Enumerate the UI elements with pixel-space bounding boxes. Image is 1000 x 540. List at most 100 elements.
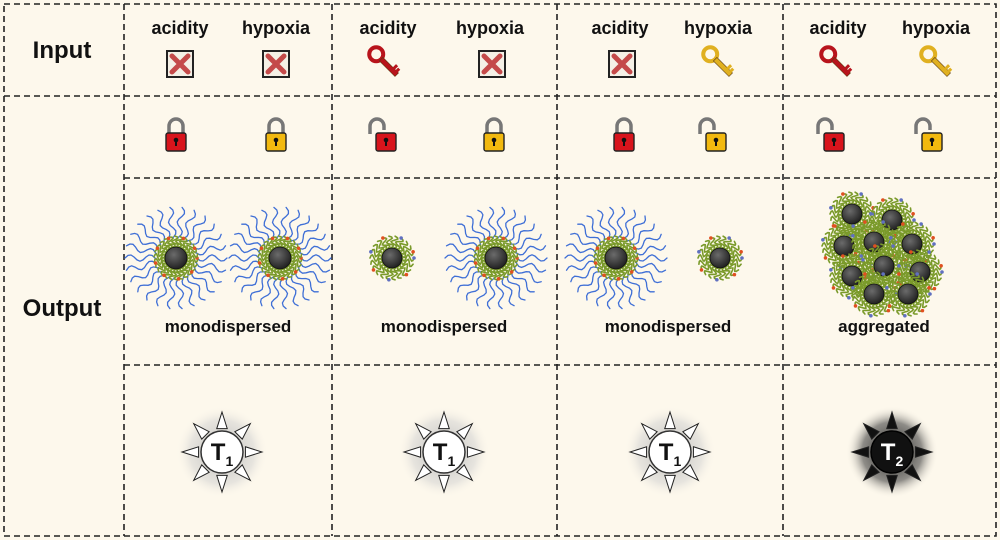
column-head-hypoxia: hypoxia — [242, 18, 311, 38]
sun-ray — [438, 474, 450, 494]
key-icon — [819, 45, 853, 77]
column-head-acidity: acidity — [809, 18, 866, 38]
sun-ray — [438, 410, 450, 430]
sun-ray — [904, 464, 922, 482]
sun-ray — [862, 422, 880, 440]
sun-disc — [422, 430, 466, 474]
column-2: acidity hypoxia monodispersed T1 — [359, 18, 548, 498]
relaxation-subscript: 1 — [225, 453, 233, 469]
sun-icon: T1 — [176, 406, 268, 498]
nanoparticle-group — [821, 191, 944, 318]
sun-icon: T1 — [624, 406, 716, 498]
sun-ray — [640, 422, 658, 440]
relaxation-symbol: T2 — [881, 439, 904, 469]
sun-ray — [628, 446, 648, 458]
sun-ray — [886, 410, 898, 430]
bare-nanoparticle — [861, 243, 908, 290]
sun-disc — [870, 430, 914, 474]
sun-disc — [200, 430, 244, 474]
row-label-output: Output — [23, 295, 102, 322]
sun-ray — [862, 464, 880, 482]
sun-ray — [192, 464, 210, 482]
sun-ray — [414, 464, 432, 482]
sun-ray — [402, 446, 422, 458]
bare-nanoparticle — [369, 235, 416, 282]
column-head-acidity: acidity — [151, 18, 208, 38]
column-3: acidity hypoxia monodispersed T1 — [564, 18, 753, 498]
relaxation-letter: T — [211, 439, 226, 466]
pegylated-nanoparticle — [124, 206, 228, 310]
column-head-hypoxia: hypoxia — [684, 18, 753, 38]
sun-icon: T1 — [398, 406, 490, 498]
sun-ray — [456, 422, 474, 440]
sun-ray — [216, 474, 228, 494]
sun-ray — [850, 446, 870, 458]
bare-nanoparticle — [829, 191, 876, 238]
column-head-acidity: acidity — [359, 18, 416, 38]
sun-ray — [234, 422, 252, 440]
x-mark-icon — [166, 50, 194, 78]
relaxation-subscript: 1 — [447, 453, 455, 469]
dispersion-state-label: monodispersed — [165, 317, 292, 336]
relaxation-letter: T — [433, 439, 448, 466]
bare-nanoparticle — [697, 235, 744, 282]
sun-ray — [640, 464, 658, 482]
grid-border — [3, 3, 997, 537]
sun-ray — [682, 464, 700, 482]
sun-ray — [466, 446, 486, 458]
sun-ray — [886, 474, 898, 494]
relaxation-symbol: T1 — [433, 439, 456, 469]
lock-closed-icon — [483, 117, 505, 152]
lock-closed-icon — [613, 117, 635, 152]
bare-nanoparticle — [851, 271, 898, 318]
dispersion-state-label: monodispersed — [381, 317, 508, 336]
lock-open-icon — [698, 117, 727, 152]
row-label-input: Input — [33, 37, 92, 64]
column-head-hypoxia: hypoxia — [456, 18, 525, 38]
sun-icon: T2 — [846, 406, 938, 498]
lock-closed-icon — [265, 117, 287, 152]
relaxation-symbol: T1 — [659, 439, 682, 469]
relaxation-subscript: 2 — [895, 453, 903, 469]
key-icon — [367, 45, 401, 77]
sun-ray — [664, 410, 676, 430]
sun-ray — [456, 464, 474, 482]
nanoparticle-group — [124, 206, 332, 310]
dispersion-state-label: aggregated — [838, 317, 930, 336]
column-head-acidity: acidity — [591, 18, 648, 38]
lock-closed-icon — [165, 117, 187, 152]
relaxation-letter: T — [659, 439, 674, 466]
sun-disc — [648, 430, 692, 474]
x-mark-icon — [262, 50, 290, 78]
key-icon — [701, 45, 735, 77]
bare-nanoparticle — [885, 271, 932, 318]
sun-ray — [244, 446, 264, 458]
pegylated-nanoparticle — [444, 206, 548, 310]
sun-ray — [904, 422, 922, 440]
nanoparticle-group — [369, 206, 548, 310]
grid-lines — [3, 3, 997, 537]
relaxation-subscript: 1 — [673, 453, 681, 469]
dispersion-state-label: monodispersed — [605, 317, 732, 336]
sun-ray — [664, 474, 676, 494]
sun-ray — [216, 410, 228, 430]
x-mark-icon — [478, 50, 506, 78]
pegylated-nanoparticle — [564, 206, 668, 310]
sun-ray — [234, 464, 252, 482]
lock-open-icon — [914, 117, 943, 152]
column-head-hypoxia: hypoxia — [902, 18, 971, 38]
x-mark-icon — [608, 50, 636, 78]
lock-open-icon — [816, 117, 845, 152]
nanoparticle-group — [564, 206, 744, 310]
sun-ray — [414, 422, 432, 440]
sun-ray — [180, 446, 200, 458]
relaxation-letter: T — [881, 439, 896, 466]
column-4: acidity hypoxia aggregated T2 — [809, 18, 971, 498]
lock-open-icon — [368, 117, 397, 152]
sun-ray — [192, 422, 210, 440]
pegylated-nanoparticle — [228, 206, 332, 310]
column-1: acidity hypoxia monodispersed T1 — [124, 18, 332, 498]
sun-ray — [914, 446, 934, 458]
sun-ray — [692, 446, 712, 458]
